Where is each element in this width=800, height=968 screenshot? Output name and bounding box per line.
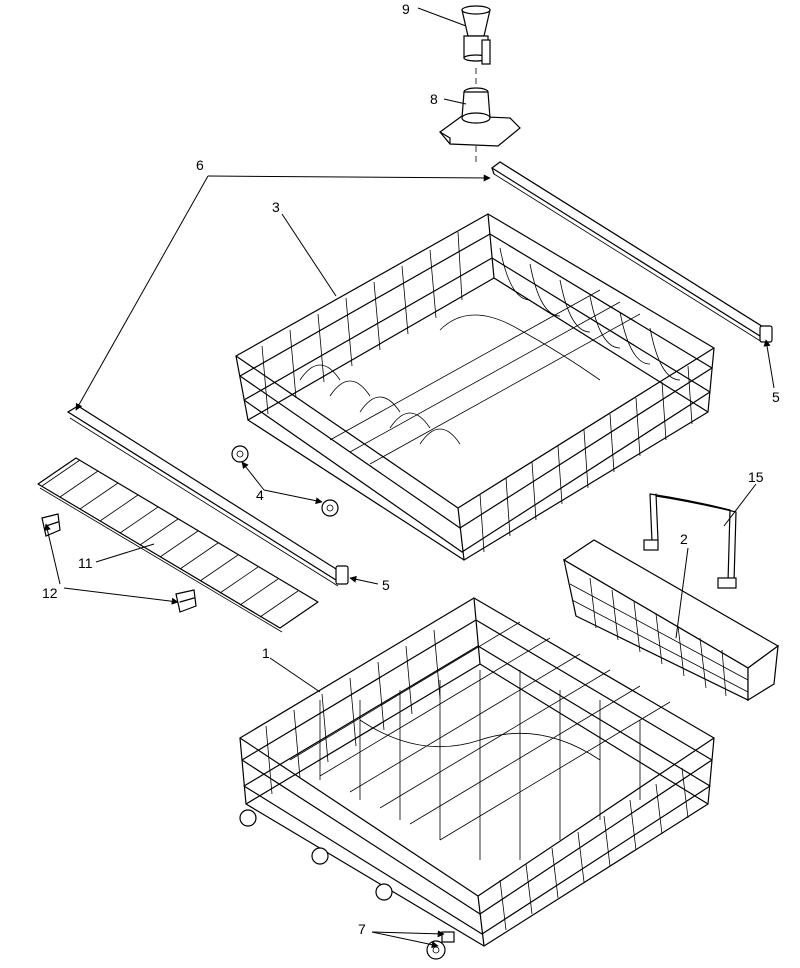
callout-5-left: 5 xyxy=(382,577,390,593)
callout-7: 7 xyxy=(358,921,366,937)
part-4-wheel-b xyxy=(321,499,339,517)
lower-rack-wheels xyxy=(239,809,393,901)
part-11-cup-shelf xyxy=(37,457,319,633)
callout-1: 1 xyxy=(262,645,270,661)
part-2-silverware-basket xyxy=(562,539,780,702)
part-8-spray-mount xyxy=(439,87,521,162)
callout-12: 12 xyxy=(42,585,58,601)
part-6-rail-right xyxy=(490,161,770,343)
part-9-nozzle xyxy=(461,5,491,86)
callout-4: 4 xyxy=(256,487,264,503)
callout-3: 3 xyxy=(272,199,280,215)
callout-15: 15 xyxy=(748,469,764,485)
leader-lines xyxy=(44,7,775,949)
part-3-upper-rack xyxy=(235,213,715,561)
part-7-wheel xyxy=(426,931,455,960)
callout-2: 2 xyxy=(680,531,688,547)
callout-9: 9 xyxy=(402,1,410,17)
part-5-rail-stop-right xyxy=(759,325,773,343)
part-5-rail-stop-left xyxy=(335,565,349,585)
callout-11: 11 xyxy=(78,555,93,571)
callouts: 9 8 6 3 5 4 15 2 11 5 12 1 7 xyxy=(42,1,780,937)
part-1-lower-rack xyxy=(239,597,715,947)
callout-5-right: 5 xyxy=(772,389,780,405)
callout-6: 6 xyxy=(196,157,204,173)
callout-8: 8 xyxy=(430,91,438,107)
part-6-rail-left xyxy=(66,405,346,587)
part-12-clip-a xyxy=(41,513,61,537)
part-4-wheel-a xyxy=(231,445,249,463)
part-12-clip-b xyxy=(175,589,197,613)
part-15-basket-handle xyxy=(643,493,737,589)
